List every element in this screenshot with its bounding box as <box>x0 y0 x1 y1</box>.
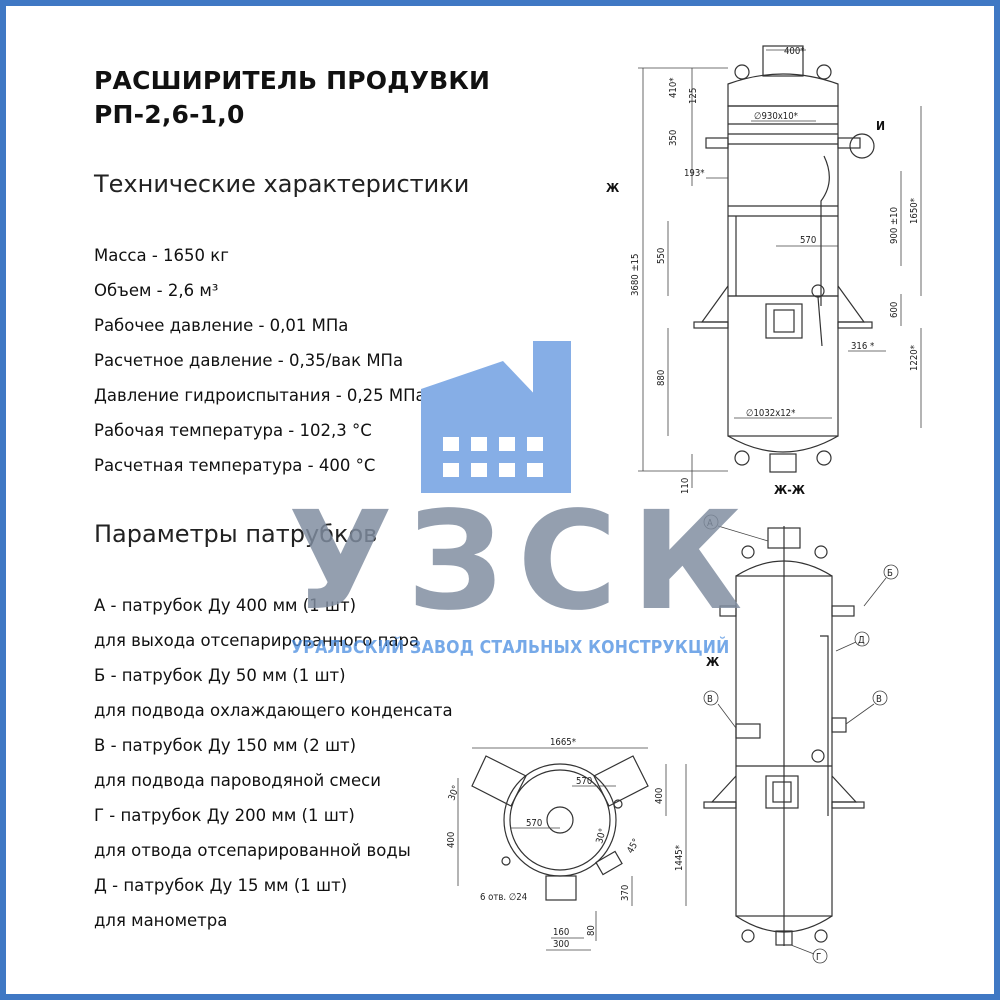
spec-design-temperature: Расчетная температура - 400 °С <box>94 456 376 475</box>
dim-80: 80 <box>586 925 597 936</box>
dim-1650: 1650* <box>909 197 920 224</box>
page-frame: РАСШИРИТЕЛЬ ПРОДУВКИ РП-2,6-1,0 Техничес… <box>6 6 994 994</box>
dim-550: 550 <box>656 248 667 264</box>
nozzle-v-purpose: для подвода пароводяной смеси <box>94 771 381 790</box>
spec-test-pressure: Давление гидроиспытания - 0,25 МПа <box>94 386 426 405</box>
dim-110: 110 <box>680 478 691 494</box>
nozzle-a-purpose: для выхода отсепарированного пара <box>94 631 420 650</box>
nozzle-b: Б - патрубок Ду 50 мм (1 шт) <box>94 666 346 685</box>
dim-125: 125 <box>688 88 699 104</box>
dim-350: 350 <box>668 130 679 146</box>
factory-logo-icon <box>421 341 571 493</box>
label-nozzle-a: А <box>707 518 713 529</box>
drawing-front-view <box>703 526 865 946</box>
dim-30deg-right: 30° <box>594 827 609 844</box>
label-nozzle-b: Б <box>887 568 893 579</box>
nozzle-g: Г - патрубок Ду 200 мм (1 шт) <box>94 806 355 825</box>
label-nozzle-g: Г <box>816 952 821 963</box>
dim-diam-930: ∅930x10* <box>754 111 799 122</box>
nozzle-d-purpose: для манометра <box>94 911 228 930</box>
spec-design-pressure: Расчетное давление - 0,35/вак МПа <box>94 351 404 370</box>
dim-880: 880 <box>656 370 667 386</box>
dim-193: 193* <box>684 168 705 179</box>
dim-570-section: 570 <box>800 235 816 246</box>
nozzle-g-purpose: для отвода отсепарированной воды <box>94 841 411 860</box>
title-line-2: РП-2,6-1,0 <box>94 100 245 129</box>
dim-diam-1032: ∅1032x12* <box>746 408 796 419</box>
drawing-plan-view <box>471 755 649 901</box>
dim-600: 600 <box>889 302 900 318</box>
dim-holes: 6 отв. ∅24 <box>480 892 527 903</box>
dim-370: 370 <box>620 885 631 901</box>
dim-400-right: 400 <box>654 788 665 804</box>
title-line-1: РАСШИРИТЕЛЬ ПРОДУВКИ <box>94 66 491 95</box>
dim-3680: 3680 ±15 <box>630 254 641 297</box>
dim-900: 900 ±10 <box>889 207 900 244</box>
nozzles-heading: Параметры патрубков <box>94 520 378 548</box>
specs-heading: Технические характеристики <box>94 170 470 198</box>
nozzle-v: В - патрубок Ду 150 мм (2 шт) <box>94 736 357 755</box>
dim-400-top: 400* <box>784 46 805 57</box>
nozzle-b-purpose: для подвода охлаждающего конденсата <box>94 701 453 720</box>
spec-mass: Масса - 1650 кг <box>94 246 229 265</box>
label-section-mark: Ж <box>706 655 720 669</box>
nozzle-a: А - патрубок Ду 400 мм (1 шт) <box>94 596 357 615</box>
drawing-section-view: 400* 410* 125 350 193* 550 3680 ±15 880 … <box>446 45 922 964</box>
watermark-letters: УЗСК <box>288 483 757 641</box>
nozzle-d: Д - патрубок Ду 15 мм (1 шт) <box>94 876 348 895</box>
watermark-subtitle: УРАЛЬСКИЙ ЗАВОД СТАЛЬНЫХ КОНСТРУКЦИЙ <box>291 638 730 658</box>
spec-working-temperature: Рабочая температура - 102,3 °С <box>94 421 372 440</box>
dim-1665: 1665* <box>550 737 577 748</box>
label-nozzle-d: Д <box>858 635 865 646</box>
dim-45deg: 45° <box>625 837 642 856</box>
dim-316: 316 * <box>851 341 875 352</box>
spec-volume: Объем - 2,6 м³ <box>94 281 219 300</box>
dim-1445: 1445* <box>674 844 685 871</box>
label-nozzle-v-left: В <box>707 694 713 705</box>
dim-570-center: 570 <box>526 818 542 829</box>
dim-30deg-left: 30° <box>446 784 462 802</box>
dim-400-left: 400 <box>446 832 457 848</box>
page-title: РАСШИРИТЕЛЬ ПРОДУВКИ РП-2,6-1,0 <box>94 64 490 132</box>
dim-410: 410* <box>668 77 679 98</box>
dim-570-top: 570 <box>576 776 592 787</box>
label-section-zh-zh: Ж-Ж <box>774 483 806 497</box>
label-detail-i: И <box>876 119 885 133</box>
label-nozzle-v-right: В <box>876 694 882 705</box>
dim-300: 300 <box>553 939 569 950</box>
dim-160: 160 <box>553 927 569 938</box>
spec-working-pressure: Рабочее давление - 0,01 МПа <box>94 316 349 335</box>
label-section-zh: Ж <box>606 181 620 195</box>
dim-1220: 1220* <box>909 344 920 371</box>
